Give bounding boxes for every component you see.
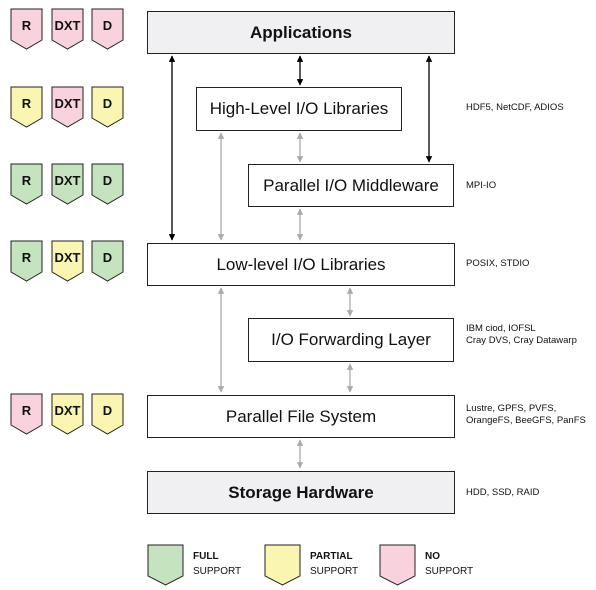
example-line: POSIX, STDIO bbox=[466, 258, 530, 269]
legend-title: NO bbox=[425, 551, 440, 562]
layer-storage-hardware: Storage Hardware bbox=[147, 471, 455, 514]
example-line: HDD, SSD, RAID bbox=[466, 487, 540, 498]
example-line: MPI-IO bbox=[466, 180, 497, 191]
badge-label: D bbox=[102, 18, 113, 33]
badge-label: DXT bbox=[54, 173, 81, 188]
badge-parallel-file-system-d bbox=[91, 393, 124, 435]
badge-label: R bbox=[21, 18, 32, 33]
layer-examples-parallel-i-o-middleware: MPI-IO bbox=[466, 180, 496, 192]
layer-i-o-forwarding-layer: I/O Forwarding Layer bbox=[248, 318, 454, 362]
badge-label: R bbox=[21, 173, 32, 188]
badge-applications-d bbox=[91, 8, 124, 50]
badge-parallel-file-system-dxt bbox=[51, 393, 84, 435]
legend-subtitle: SUPPORT bbox=[193, 566, 242, 577]
layer-examples-parallel-file-system: Lustre, GPFS, PVFS,OrangeFS, BeeGFS, Pan… bbox=[466, 403, 586, 427]
badge-label: D bbox=[102, 96, 113, 111]
badge-applications-r bbox=[10, 8, 43, 50]
badge-applications-dxt bbox=[51, 8, 84, 50]
badge-low-level-i-o-libraries-d bbox=[91, 240, 124, 282]
example-line: Lustre, GPFS, PVFS, bbox=[466, 403, 557, 414]
badge-high-level-i-o-libraries-d bbox=[91, 86, 124, 128]
badge-label: R bbox=[21, 250, 32, 265]
badge-label: D bbox=[102, 173, 113, 188]
layer-high-level-i-o-libraries: High-Level I/O Libraries bbox=[196, 87, 402, 131]
badge-label: D bbox=[102, 250, 113, 265]
example-line: OrangeFS, BeeGFS, PanFS bbox=[466, 415, 586, 426]
badge-label: R bbox=[21, 403, 32, 418]
badge-label: R bbox=[21, 96, 32, 111]
layer-parallel-file-system: Parallel File System bbox=[147, 395, 455, 438]
layer-parallel-i-o-middleware: Parallel I/O Middleware bbox=[248, 164, 454, 207]
badge-label: DXT bbox=[54, 96, 81, 111]
badge-label: D bbox=[102, 403, 113, 418]
layer-examples-high-level-i-o-libraries: HDF5, NetCDF, ADIOS bbox=[466, 102, 564, 114]
legend-subtitle: SUPPORT bbox=[310, 566, 359, 577]
badge-label: DXT bbox=[54, 18, 81, 33]
badge-high-level-i-o-libraries-dxt bbox=[51, 86, 84, 128]
legend-subtitle: SUPPORT bbox=[425, 566, 474, 577]
badge-low-level-i-o-libraries-dxt bbox=[51, 240, 84, 282]
badge-label: DXT bbox=[54, 403, 81, 418]
badge-parallel-file-system-r bbox=[10, 393, 43, 435]
badge-low-level-i-o-libraries-r bbox=[10, 240, 43, 282]
legend-swatch-full bbox=[147, 544, 184, 586]
legend-swatch-partial bbox=[264, 544, 301, 586]
badge-parallel-i-o-middleware-dxt bbox=[51, 163, 84, 205]
layer-examples-low-level-i-o-libraries: POSIX, STDIO bbox=[466, 258, 529, 270]
example-line: Cray DVS, Cray Datawarp bbox=[466, 335, 577, 346]
layer-examples-storage-hardware: HDD, SSD, RAID bbox=[466, 487, 539, 499]
example-line: IBM ciod, IOFSL bbox=[466, 323, 536, 334]
badge-parallel-i-o-middleware-d bbox=[91, 163, 124, 205]
legend-title: FULL bbox=[193, 551, 219, 562]
layer-low-level-i-o-libraries: Low-level I/O Libraries bbox=[147, 243, 455, 286]
legend-title: PARTIAL bbox=[310, 551, 353, 562]
badge-parallel-i-o-middleware-r bbox=[10, 163, 43, 205]
badge-label: DXT bbox=[54, 250, 81, 265]
example-line: HDF5, NetCDF, ADIOS bbox=[466, 102, 564, 113]
legend-swatch-no bbox=[379, 544, 416, 586]
badge-high-level-i-o-libraries-r bbox=[10, 86, 43, 128]
layer-applications: Applications bbox=[147, 11, 455, 54]
